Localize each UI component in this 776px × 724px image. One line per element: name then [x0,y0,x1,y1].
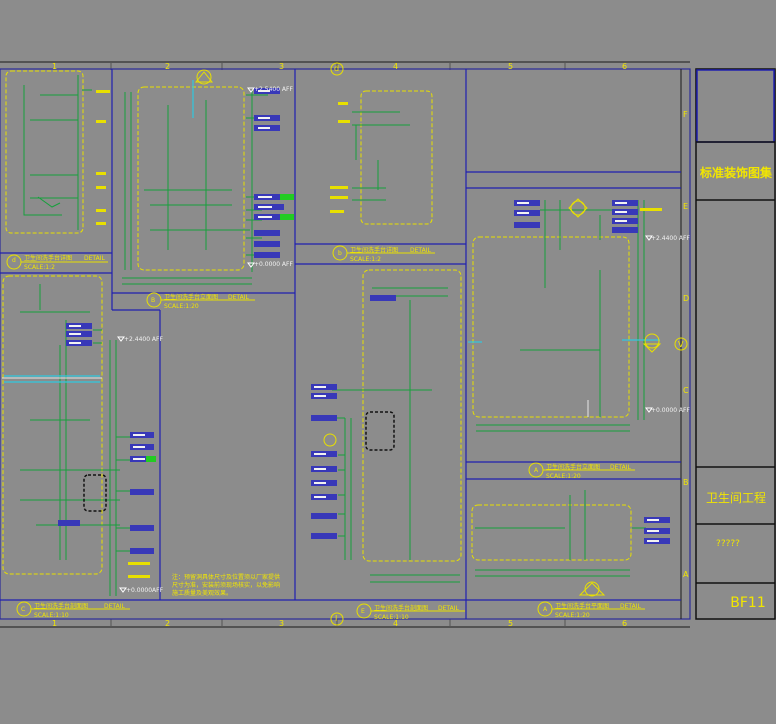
title-block-sheet-number: BF11 [730,595,766,611]
view-marker: E [361,608,365,615]
view-title-text: 卫生间洗手台立面图 [546,464,601,471]
general-note: 注：预留洞具体尺寸及位置须以厂家提供 尺寸为准，安装前须现场核实，以免影响 施工… [172,574,281,597]
view-title-text: 卫生间洗手台详图 [24,255,73,262]
grid-top-6: 6 [622,62,628,71]
grid-right-c: C [683,386,689,395]
view-title-suffix: DETAIL [610,464,631,471]
grid-top-2: 2 [165,62,171,71]
level-top-b: +2.5400 AFF [254,86,293,93]
view-scale: SCALE:1:10 [34,612,69,619]
view-title-text: 卫生间洗手台剖面图 [374,605,429,612]
view-scale: SCALE:1:2 [350,256,381,263]
view-scale: SCALE:1:10 [374,614,409,621]
level-top-c: +2.4400 AFF [124,336,163,343]
view-title-suffix: DETAIL [104,603,125,610]
view-scale: SCALE:1:20 [164,303,199,310]
grid-bottom-i: I [335,614,338,623]
view-scale: SCALE:1:20 [555,612,590,619]
grid-bottom-5: 5 [508,619,514,628]
view-marker: C [21,606,26,613]
view-marker: A [534,467,539,474]
view-title-suffix: DETAIL [620,603,641,610]
grid-bottom-1: 1 [52,619,58,628]
level-bottom-b: +0.0000 AFF [254,261,293,268]
view-title-text: 卫生间洗手台立面图 [164,294,219,301]
view-marker: A [543,606,548,613]
title-block-drawing-name: ????? [716,539,740,549]
view-title-suffix: DETAIL [438,605,459,612]
level-top-a: +2.4400 AFF [651,235,690,242]
title-block-category: 标准装饰图集 [699,166,772,180]
grid-top-4: 4 [393,62,399,71]
grid-right-f: F [683,110,688,119]
view-title-suffix: DETAIL [410,247,431,254]
grid-top-1: 1 [52,62,58,71]
grid-bottom-4: 4 [393,619,399,628]
level-bottom-a: +0.0000 AFF [651,407,690,414]
grid-right-d: D [683,294,690,303]
view-marker: d [12,257,16,264]
view-marker: B [151,297,156,304]
title-block-project: 卫生间工程 [705,491,766,505]
level-bottom-c: +0.0000AFF [126,587,164,594]
grid-right-e: E [683,202,689,211]
grid-right-v: V [678,340,684,349]
grid-right-a: A [683,570,689,579]
view-title-suffix: DETAIL [84,255,105,262]
grid-right-b: B [683,478,689,487]
grid-top-3: 3 [279,62,285,71]
grid-bottom-6: 6 [622,619,628,628]
grid-top-d: d [334,64,340,73]
view-title-suffix: DETAIL [228,294,249,301]
grid-top-5: 5 [508,62,514,71]
view-marker: b [338,250,342,257]
view-title-text: 卫生间洗手台详图 [350,247,399,254]
view-scale: SCALE:1:20 [546,473,581,480]
grid-bottom-2: 2 [165,619,171,628]
view-scale: SCALE:1:2 [24,264,55,271]
grid-bottom-3: 3 [279,619,285,628]
view-title-text: 卫生间洗手台剖面图 [34,603,89,610]
view-title-text: 卫生间洗手台平面图 [555,603,610,610]
